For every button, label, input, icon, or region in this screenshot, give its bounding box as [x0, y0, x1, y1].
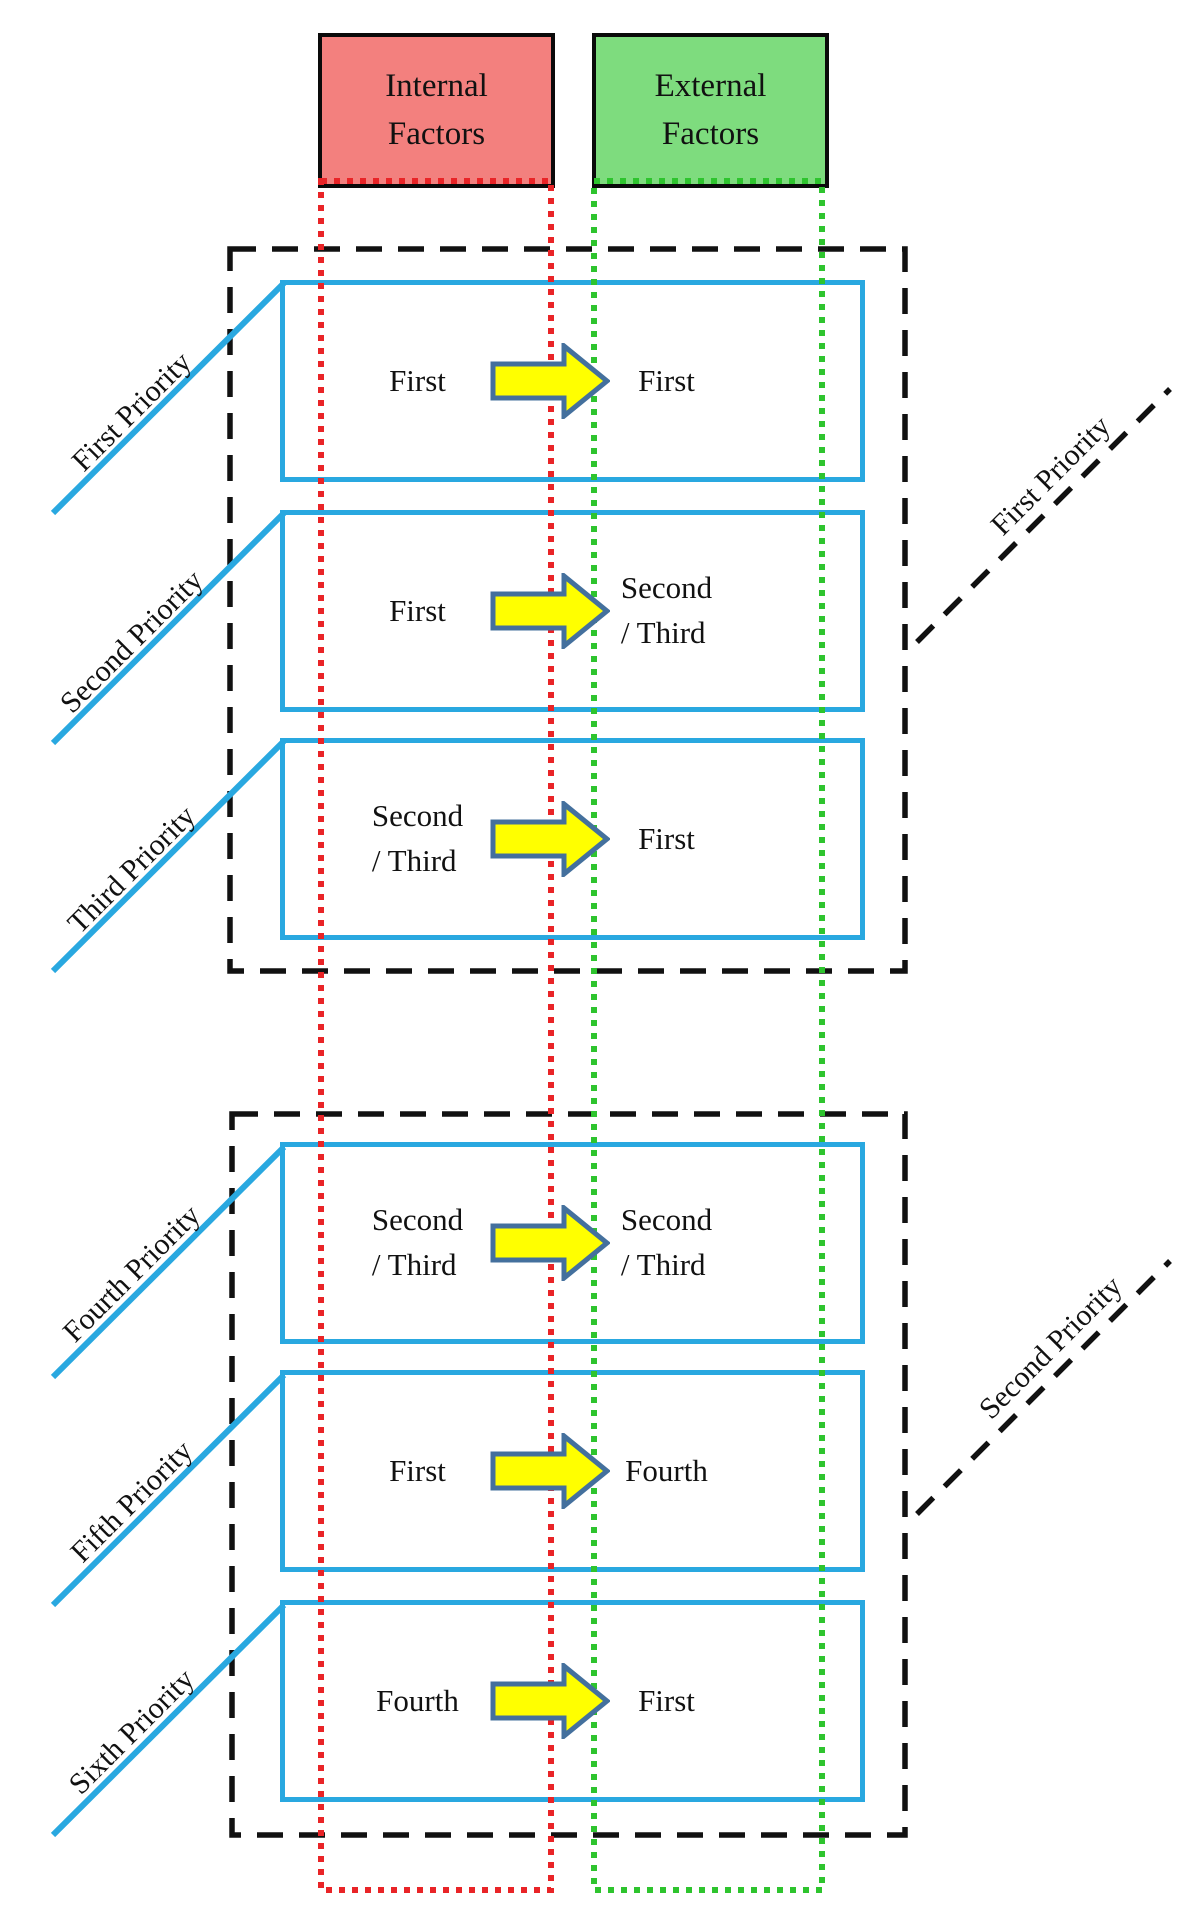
row5-callout-line	[50, 1372, 287, 1608]
right-arrow-icon	[490, 573, 610, 649]
group2-label-leader-line	[915, 1259, 1172, 1516]
internal-rank: First	[389, 1452, 446, 1488]
internal-rank: Second / Third	[371, 798, 464, 878]
right-arrow-icon	[490, 1663, 610, 1739]
row2-callout-line	[50, 510, 287, 746]
external-rank: Second / Third	[620, 570, 713, 650]
right-arrow-icon	[490, 801, 610, 877]
group1-label-leader-line	[915, 387, 1172, 644]
right-arrow-icon	[490, 1205, 610, 1281]
external-factors-header: External Factors	[592, 33, 829, 188]
internal-dotted-guide	[318, 178, 554, 1893]
internal-factors-header: Internal Factors	[318, 33, 555, 188]
internal-rank: First	[389, 362, 446, 398]
external-rank: Second / Third	[620, 1202, 713, 1282]
mapping-row-6: Fourth First	[280, 1600, 865, 1802]
row4-callout-line	[50, 1144, 287, 1380]
row3-callout-line	[50, 738, 287, 974]
group2-dashed-box	[229, 1111, 908, 1838]
external-rank: First	[638, 1682, 695, 1718]
group1-dashed-box	[227, 246, 908, 974]
external-rank: Fourth	[625, 1452, 708, 1488]
external-dotted-guide	[591, 178, 825, 1893]
right-arrow-icon	[490, 1433, 610, 1509]
internal-rank: First	[389, 592, 446, 628]
external-rank: First	[638, 820, 695, 856]
external-rank: First	[638, 362, 695, 398]
internal-rank: Second / Third	[371, 1202, 464, 1282]
right-arrow-icon	[490, 343, 610, 419]
internal-rank: Fourth	[376, 1682, 459, 1718]
row1-callout-line	[50, 280, 287, 516]
row6-callout-line	[50, 1602, 287, 1838]
